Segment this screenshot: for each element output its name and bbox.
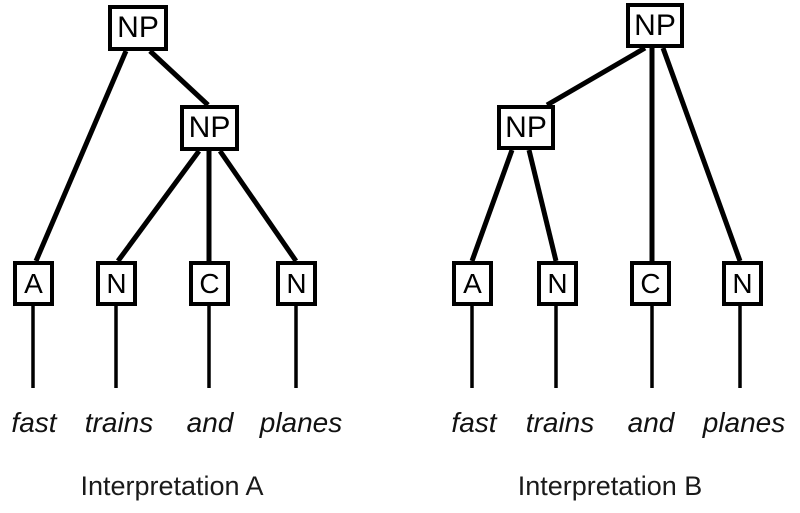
tree-b-np-root: NP — [626, 3, 684, 48]
tree-b-edge-np-to-n1 — [526, 149, 559, 262]
tree-a-pos-c: C — [189, 261, 230, 306]
tree-a-pos-n2: N — [276, 261, 317, 306]
tree-b-word-and: and — [627, 407, 675, 438]
tree-b-pos-n1: N — [537, 261, 578, 306]
tree-a-np-inner: NP — [180, 105, 239, 151]
tree-a-caption: Interpretation A — [80, 471, 264, 501]
tree-a-np-root: NP — [108, 5, 168, 51]
tree-a-edge-np-to-n2 — [217, 149, 299, 263]
tree-b-pos-a: A — [452, 261, 493, 306]
tree-a-word-fast: fast — [11, 407, 57, 438]
tree-a-edge-root-to-np — [148, 49, 210, 107]
tree-b-edge-root-to-np — [545, 45, 647, 108]
tree-a-word-planes: planes — [259, 407, 343, 438]
tree-b-word-fast: fast — [451, 407, 497, 438]
tree-b-np-inner: NP — [497, 105, 555, 150]
tree-a-edge-np-to-n1 — [115, 149, 202, 263]
edge-group — [33, 45, 743, 263]
tree-b-caption: Interpretation B — [517, 471, 703, 501]
tree-b-word-planes: planes — [702, 407, 786, 438]
tree-b-edge-np-to-a — [469, 149, 515, 262]
tree-b-pos-c: C — [630, 261, 671, 306]
tree-b-pos-n2: N — [722, 261, 763, 306]
tree-a-pos-a: A — [13, 261, 54, 306]
leg-group — [31, 306, 742, 388]
tree-a-pos-n1: N — [96, 261, 137, 306]
tree-a-edge-root-to-a — [33, 50, 129, 262]
tree-b-edge-root-to-n2 — [660, 47, 743, 262]
tree-a-word-trains: trains — [84, 407, 154, 438]
tree-b-word-trains: trains — [525, 407, 595, 438]
tree-a-word-and: and — [186, 407, 234, 438]
